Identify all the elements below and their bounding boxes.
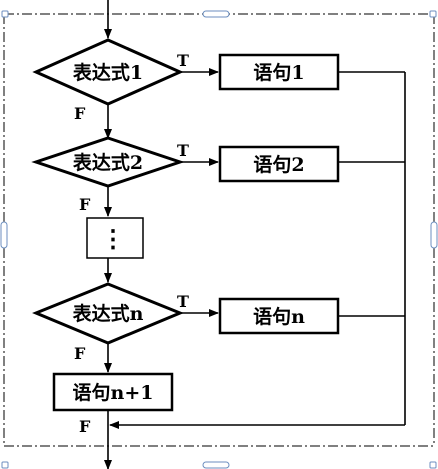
f1-label: F bbox=[74, 104, 86, 123]
cond2-diamond bbox=[31, 136, 185, 188]
stmt1-box bbox=[218, 53, 340, 91]
f-exit-label: F bbox=[79, 417, 91, 436]
f2-label: F bbox=[79, 195, 91, 214]
handle-left-mid bbox=[0, 221, 8, 249]
handle-bottom-mid bbox=[202, 461, 230, 469]
stmt2-label: 语句2 bbox=[253, 153, 304, 176]
cond1-diamond bbox=[32, 38, 184, 106]
handle-top-mid bbox=[202, 10, 230, 18]
t1-label: T bbox=[177, 51, 189, 70]
handle-bottom-right bbox=[429, 461, 437, 469]
condn-label: 表达式n bbox=[73, 302, 144, 325]
ellipsis-label: ⋮ bbox=[101, 224, 125, 253]
fn-label: F bbox=[74, 344, 86, 363]
stmtn1-label: 语句n+1 bbox=[73, 381, 154, 404]
tn-label: T bbox=[177, 292, 189, 311]
cond2-label: 表达式2 bbox=[73, 151, 143, 174]
stmtn1-box bbox=[52, 372, 174, 412]
stmt1-label: 语句1 bbox=[253, 61, 304, 84]
handle-right-mid bbox=[430, 221, 438, 249]
ellipsis-box bbox=[86, 217, 144, 259]
frame-handles bbox=[0, 10, 438, 469]
handle-bottom-left bbox=[1, 461, 9, 469]
stmtn-box bbox=[218, 297, 340, 335]
connectors bbox=[104, 0, 406, 469]
t2-label: T bbox=[177, 141, 189, 160]
stmt2-box bbox=[218, 145, 340, 183]
handle-top-left bbox=[1, 10, 9, 18]
handle-top-right bbox=[429, 10, 437, 18]
cond1-label: 表达式1 bbox=[73, 61, 143, 84]
condn-diamond bbox=[32, 282, 184, 345]
stmtn-label: 语句n bbox=[253, 305, 305, 328]
